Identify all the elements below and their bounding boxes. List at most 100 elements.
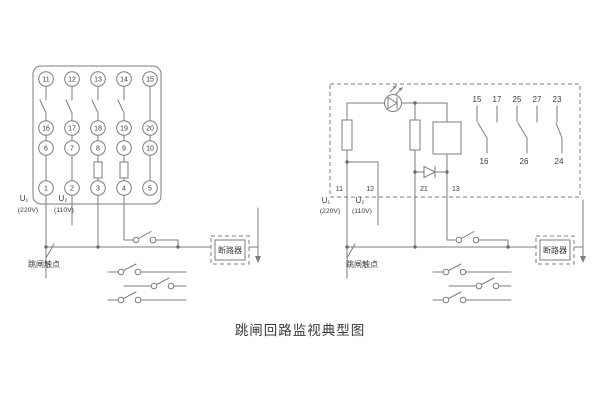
terminal-number: 1 (44, 186, 48, 193)
contact-blade (156, 277, 170, 285)
u1-label: U₁ (20, 194, 29, 203)
breaker-box (539, 239, 571, 261)
junction-dot (345, 160, 349, 164)
right-breaker: 断路器 (535, 235, 575, 265)
contact-blade (461, 231, 475, 239)
internal-resistor-wires (45, 154, 151, 182)
terminal-circle (116, 120, 132, 136)
terminal-label-21: 21 (420, 186, 428, 193)
junction-dot (96, 245, 100, 249)
contact-number: 24 (555, 157, 564, 166)
trip-contact-label: 跳闸触点 (346, 259, 378, 269)
resistor-symbol (93, 161, 103, 179)
u2-label: U₂ (356, 196, 365, 205)
terminal-circle (90, 120, 106, 136)
u1-label: U₁ (322, 196, 331, 205)
right-trip-contact: 跳闸触点 (346, 243, 378, 269)
terminal-circle (142, 120, 158, 136)
contact-number: 25 (513, 95, 522, 104)
contact-point (167, 282, 175, 290)
terminal-number: 16 (42, 126, 50, 133)
diode-triangle (423, 165, 437, 179)
left-supply-labels: U₁ (220V) U₂ (110V) (18, 194, 74, 214)
terminal-number: 10 (146, 146, 154, 153)
u2-voltage: (110V) (352, 208, 372, 215)
contact-number: 23 (553, 95, 562, 104)
left-wiring (44, 194, 261, 279)
left-terminal-block: 11 12 13 14 15 16 17 18 19 20 6 7 8 9 10… (32, 65, 162, 205)
right-spare-contacts (432, 263, 512, 304)
contact-wires (476, 105, 563, 154)
internal-contacts (39, 85, 151, 122)
terminal-circle (38, 140, 54, 156)
junction-dot (413, 170, 417, 174)
led-indicator-icon (384, 85, 403, 112)
terminal-circle (116, 140, 132, 156)
junction-dot (413, 101, 417, 105)
contact-point (459, 296, 467, 304)
terminal-label-12: 12 (366, 186, 374, 193)
terminal-number: 13 (94, 77, 102, 84)
contact-blade (448, 263, 462, 271)
terminal-circle (90, 71, 106, 87)
terminal-circle (142, 180, 158, 196)
contact-point (442, 296, 450, 304)
terminal-number: 3 (96, 186, 100, 193)
contact-blade (123, 291, 137, 299)
arrow-icon (255, 256, 261, 263)
terminal-number: 2 (70, 186, 74, 193)
wires (346, 196, 584, 279)
contact-point (134, 268, 142, 276)
right-supply-labels: U₁ (220V) U₂ (110V) (320, 196, 372, 215)
terminal-circle (64, 140, 80, 156)
contact-point (117, 296, 125, 304)
junction-dot (506, 245, 510, 249)
terminal-circle (142, 140, 158, 156)
junction-dot (345, 245, 349, 249)
contact-point (475, 282, 483, 290)
contact-point (134, 296, 142, 304)
resistor-symbol (409, 119, 421, 151)
terminal-circle (38, 120, 54, 136)
terminal-number: 11 (42, 77, 49, 84)
contact-point (492, 282, 500, 290)
u1-voltage: (220V) (18, 207, 38, 214)
terminal-number: 18 (94, 126, 102, 133)
terminal-circle (90, 140, 106, 156)
right-wiring (345, 196, 586, 279)
diagram-title: 跳闸回路监视典型图 (235, 323, 366, 338)
terminal-circle (64, 120, 80, 136)
led-triangle (387, 96, 398, 110)
contact-point (149, 236, 157, 244)
contact-point (442, 268, 450, 276)
terminal-number: 5 (148, 186, 152, 193)
terminal-number: 20 (146, 126, 154, 133)
junction-dot (413, 245, 417, 249)
u2-label: U₂ (59, 194, 68, 203)
contact-point (459, 268, 467, 276)
relay-coil-box (432, 121, 462, 155)
module-wires (346, 102, 448, 198)
contact-point (132, 236, 140, 244)
diode-icon (423, 165, 437, 179)
right-contact-group: 15 17 25 27 23 16 26 24 (473, 95, 564, 166)
arrow-icon (392, 85, 397, 89)
contact-blade (123, 263, 137, 271)
terminal-circle (116, 71, 132, 87)
contact-blade (138, 231, 152, 239)
wires (45, 194, 259, 279)
arrow-icon (580, 256, 586, 263)
terminal-number: 14 (120, 77, 128, 84)
terminal-circle (38, 71, 54, 87)
terminal-number: 4 (122, 186, 126, 193)
breaker-label: 断路器 (218, 245, 242, 255)
terminal-circle (64, 71, 80, 87)
left-spare-contacts (107, 263, 187, 304)
contact-blade (481, 277, 495, 285)
terminal-number: 8 (96, 146, 100, 153)
terminal-number: 12 (68, 77, 76, 84)
left-breaker: 断路器 (210, 235, 250, 265)
contact-number: 15 (473, 95, 482, 104)
breaker-box (214, 239, 246, 261)
